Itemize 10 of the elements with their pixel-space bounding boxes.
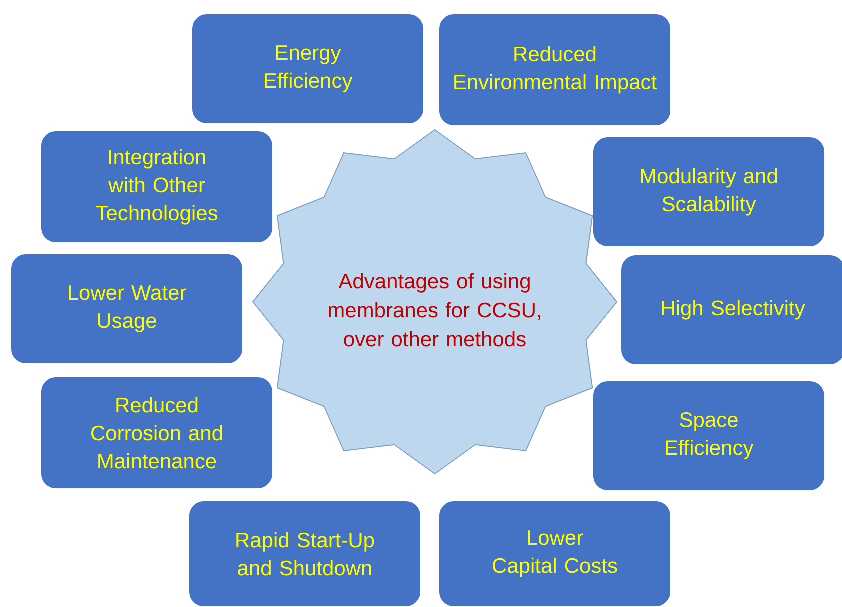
advantage-box: Modularity and Scalability xyxy=(594,138,825,246)
advantage-box: Reduced Environmental Impact xyxy=(440,14,670,126)
advantage-box: Reduced Corrosion and Maintenance xyxy=(42,378,272,488)
advantage-box: Lower Water Usage xyxy=(12,254,242,364)
advantage-box: Lower Capital Costs xyxy=(440,502,670,606)
advantage-box: High Selectivity xyxy=(622,256,842,364)
advantage-box: Space Efficiency xyxy=(594,382,825,490)
advantage-box: Rapid Start-Up and Shutdown xyxy=(190,502,420,606)
advantage-box: Energy Efficiency xyxy=(192,14,424,124)
advantage-box: Integration with Other Technologies xyxy=(42,132,272,242)
